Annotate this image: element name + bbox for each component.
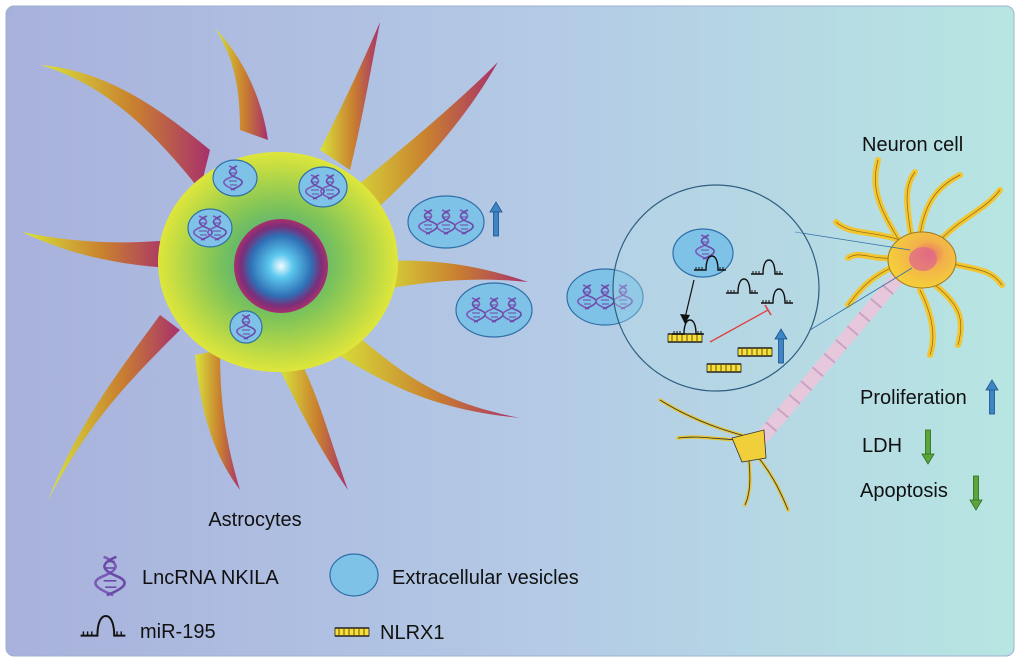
- proliferation-label: Proliferation: [860, 387, 967, 409]
- gene-bar-icon: [737, 347, 773, 357]
- legend-ev-label: Extracellular vesicles: [392, 567, 579, 589]
- legend: LncRNA NKILA Extracellular vesicles miR-…: [79, 553, 579, 644]
- vesicle-icon: [329, 553, 379, 597]
- vesicle: [187, 208, 233, 248]
- astrocyte-process: [340, 62, 498, 215]
- inhibition-line: [709, 309, 769, 343]
- neuron-cell: [658, 157, 1005, 512]
- gene-bar-icon: [706, 363, 742, 373]
- magnified-view: [612, 184, 820, 392]
- vesicle: [455, 282, 533, 338]
- gene-bar-icon: [667, 333, 703, 343]
- ldh-label: LDH: [862, 435, 902, 457]
- astrocyte-process: [215, 28, 268, 140]
- vesicle: [229, 310, 263, 344]
- myelin-segments: [754, 270, 906, 445]
- astrocyte-process: [370, 260, 528, 292]
- astrocyte-process: [280, 360, 348, 490]
- astrocyte-process: [320, 22, 380, 170]
- binding-arrow: [684, 279, 695, 319]
- astrocytes-label: Astrocytes: [208, 509, 301, 531]
- axon-terminal: [731, 429, 767, 463]
- neuron-cell-label: Neuron cell: [862, 134, 963, 156]
- apoptosis-label: Apoptosis: [860, 480, 948, 502]
- legend-lncrna-label: LncRNA NKILA: [142, 567, 279, 589]
- astrocyte-process: [40, 65, 210, 190]
- gene-bar-icon: [334, 627, 370, 637]
- neuron-nucleus: [909, 247, 937, 271]
- legend-nlrx1-label: NLRX1: [380, 622, 444, 644]
- vesicle: [407, 195, 485, 249]
- legend-mirna-label: miR-195: [140, 621, 216, 643]
- astrocyte-process: [48, 315, 180, 500]
- astrocyte-nucleus: [234, 219, 328, 313]
- astrocyte-cell: [22, 22, 528, 500]
- vesicle: [298, 166, 348, 208]
- vesicle: [566, 268, 644, 326]
- vesicle: [212, 159, 258, 197]
- zoom-line: [794, 231, 911, 251]
- astrocyte-process: [22, 232, 170, 268]
- zoom-line: [809, 267, 913, 331]
- astrocyte-process: [195, 350, 240, 490]
